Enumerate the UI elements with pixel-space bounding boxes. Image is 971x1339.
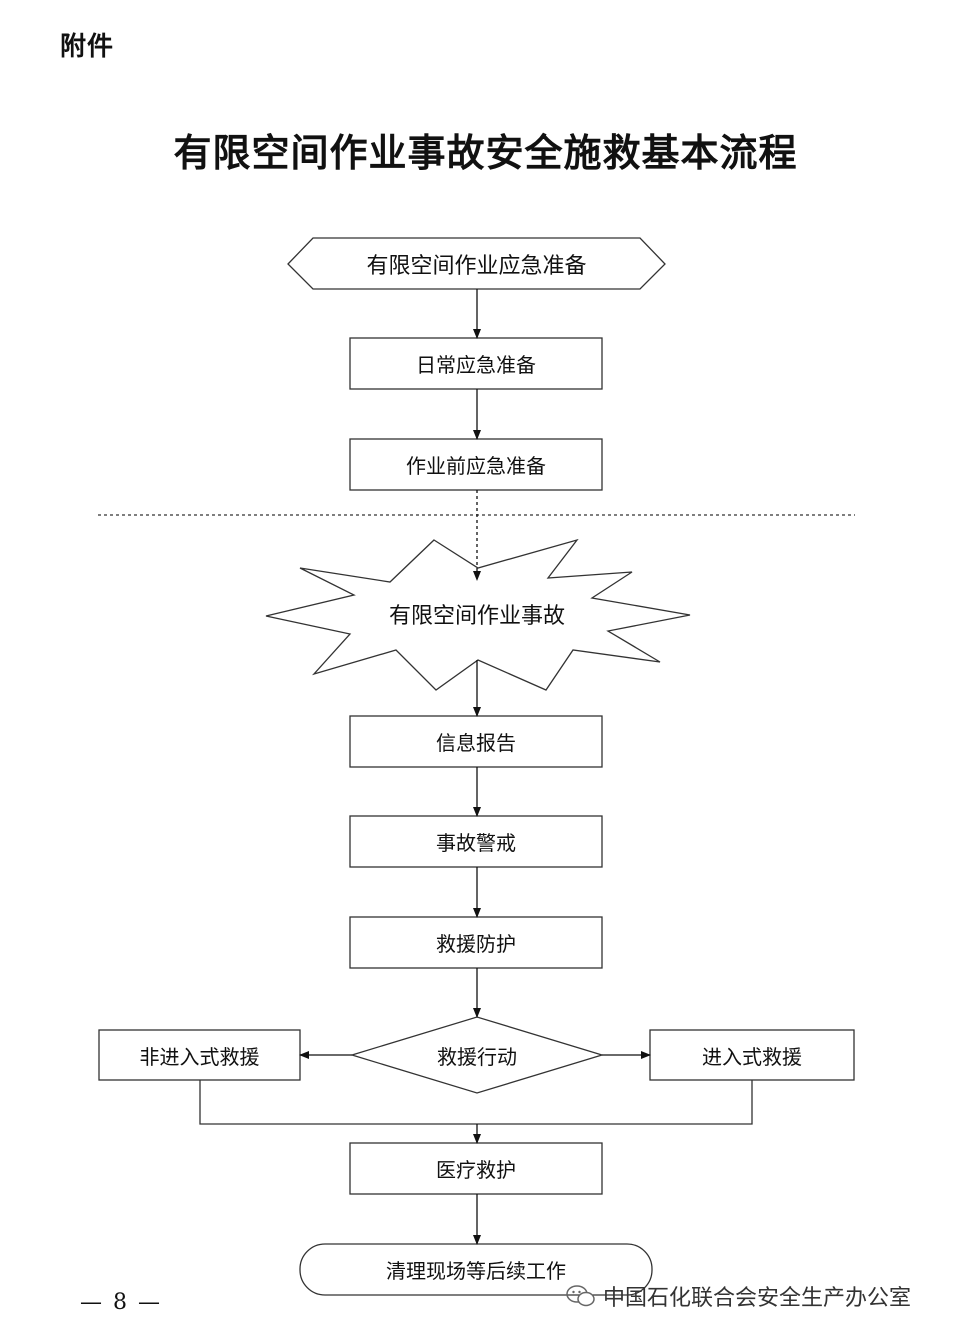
merge-line xyxy=(199,1080,753,1125)
accident-burst-shape xyxy=(265,538,691,691)
wechat-icon xyxy=(566,1285,595,1307)
accident-alert-label: 事故警戒 xyxy=(436,831,516,855)
annex-label: 附件 xyxy=(60,32,115,62)
non-entry-rescue-label: 非进入式救援 xyxy=(139,1044,260,1069)
watermark-text: 中国石化联合会安全生产办公室 xyxy=(603,1286,912,1311)
rescue-protection-label: 救援防护 xyxy=(436,932,516,956)
page-number: — 8 — xyxy=(80,1290,162,1315)
daily-prep-label: 日常应急准备 xyxy=(416,353,536,377)
page-title: 有限空间作业事故安全施救基本流程 xyxy=(173,130,798,175)
start-node-shape xyxy=(287,237,666,290)
rescue-action-label: 救援行动 xyxy=(437,1044,517,1069)
start-node-label: 有限空间作业应急准备 xyxy=(366,253,587,279)
medical-rescue-label: 医疗救护 xyxy=(436,1158,516,1182)
accident-label: 有限空间作业事故 xyxy=(388,604,565,629)
pre-work-prep-label: 作业前应急准备 xyxy=(406,454,546,478)
cleanup-label: 清理现场等后续工作 xyxy=(386,1259,566,1283)
entry-rescue-label: 进入式救援 xyxy=(702,1044,802,1069)
info-report-label: 信息报告 xyxy=(436,731,516,755)
watermark: 中国石化联合会安全生产办公室 xyxy=(565,1281,911,1311)
